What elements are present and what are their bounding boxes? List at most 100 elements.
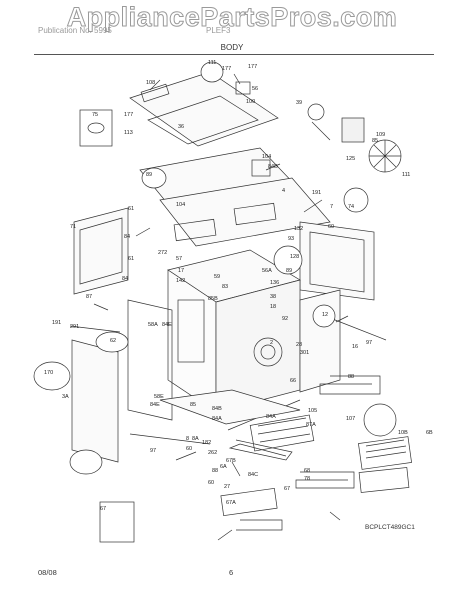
part-label: 4 — [282, 188, 285, 194]
part-label: 84B — [212, 406, 222, 412]
footer-page-number: 6 — [229, 568, 234, 577]
inset-box-27 — [99, 501, 135, 543]
part-label: 88 — [348, 374, 354, 380]
bake-element — [319, 375, 381, 395]
part-label: 113 — [124, 130, 133, 136]
rear-panel-inner — [309, 231, 365, 293]
part-label: 67 — [100, 506, 106, 512]
part-label: 107 — [346, 416, 355, 422]
rack-1 — [249, 414, 315, 452]
part-label: 61 — [128, 206, 134, 212]
inset-circle-170 — [33, 361, 71, 391]
bottom-panel — [159, 389, 301, 425]
part-label: 177 — [124, 112, 133, 118]
part-label: 84 — [122, 276, 128, 282]
diagram-code: BCPLCT489GC1 — [365, 524, 415, 531]
part-label: 93 — [288, 236, 294, 242]
part-label: 7 — [330, 204, 333, 210]
part-label: 58A — [148, 322, 158, 328]
part-label: 87A — [306, 422, 316, 428]
part-label: 71 — [70, 224, 76, 230]
inset-circle-74 — [343, 187, 369, 213]
part-label: 56 — [252, 86, 258, 92]
part-label: 111 — [208, 60, 216, 66]
watermark-logo: AppliancePartsPros.com — [66, 2, 398, 33]
part-label: 83 — [222, 284, 228, 290]
left-side-panel — [73, 207, 129, 295]
plug-part — [87, 122, 105, 134]
part-label: 6B — [426, 430, 433, 436]
fan-cover — [253, 337, 283, 367]
part-labels: 1081775610017736113111177753985125109111… — [44, 60, 433, 512]
part-label: 92 — [282, 316, 288, 322]
part-label: 104 — [262, 154, 271, 160]
part-label: 272 — [158, 250, 167, 256]
part-label: 191 — [312, 190, 321, 196]
part-label: 97 — [366, 340, 372, 346]
part-label: 84A — [266, 414, 276, 420]
top-panel — [129, 71, 279, 147]
part-label: 85 — [190, 402, 196, 408]
part-label: 301 — [300, 350, 309, 356]
light-part — [307, 103, 325, 121]
part-label: 8A — [192, 436, 199, 442]
rail-bottom — [129, 433, 211, 445]
part-label: 38 — [270, 294, 276, 300]
part-label: 182 — [202, 440, 211, 446]
burner-recess-2 — [233, 202, 277, 226]
part-label: 57 — [176, 256, 182, 262]
part-label: 8 — [186, 436, 189, 442]
part-label: 84B — [268, 164, 278, 170]
leader-lines — [93, 73, 349, 541]
part-label: 97 — [150, 448, 156, 454]
part-label: 75 — [92, 112, 98, 118]
part-label: 84E — [162, 322, 172, 328]
part-label: 60 — [186, 446, 192, 452]
part-label: 84A — [212, 416, 222, 422]
part-label: 87 — [86, 294, 92, 300]
part-label: 191 — [52, 320, 61, 326]
part-label: 66 — [290, 378, 296, 384]
front-frame — [127, 299, 173, 421]
model-number: PLEF3 — [206, 26, 231, 35]
part-label: 85 — [372, 138, 378, 144]
vent-part — [140, 83, 170, 103]
part-label: 62 — [110, 338, 116, 344]
part-label: 27 — [224, 484, 230, 490]
part-label: 16 — [352, 344, 358, 350]
part-label: 89 — [146, 172, 152, 178]
part-label: 142 — [176, 278, 185, 284]
bracket-part — [235, 81, 251, 95]
part-label: 111 — [402, 172, 410, 178]
left-panel-inner — [79, 217, 123, 285]
inset-circle-137 — [273, 245, 303, 275]
part-label: 60 — [208, 480, 214, 486]
part-label: 67 — [284, 486, 290, 492]
part-label: 2 — [270, 340, 273, 346]
part-label: 125 — [346, 156, 355, 162]
rail-left — [69, 325, 121, 333]
part-label: 128 — [290, 254, 299, 260]
convection-element — [295, 471, 355, 489]
part-label: 177 — [222, 66, 231, 72]
cooktop-panel — [159, 177, 331, 247]
publication-number: Publication No. 5995 — [38, 26, 112, 35]
part-label: 78 — [304, 476, 310, 482]
part-label: 67B — [226, 458, 236, 464]
part-label: 104 — [176, 202, 185, 208]
part-label: 74 — [348, 204, 354, 210]
part-label: 108 — [146, 80, 155, 86]
top-panel-rear — [147, 95, 259, 145]
front-side-panel — [71, 339, 119, 463]
part-label: 89 — [286, 268, 292, 274]
part-label: 67A — [226, 500, 236, 506]
part-label: 39 — [296, 100, 302, 106]
bottom-element — [236, 519, 283, 531]
part-label: 6A — [220, 464, 227, 470]
part-label: 58E — [154, 394, 164, 400]
broil-element — [228, 439, 293, 461]
fan-motor — [341, 117, 365, 143]
burner-recess-1 — [173, 218, 217, 242]
part-label: 68 — [304, 468, 310, 474]
